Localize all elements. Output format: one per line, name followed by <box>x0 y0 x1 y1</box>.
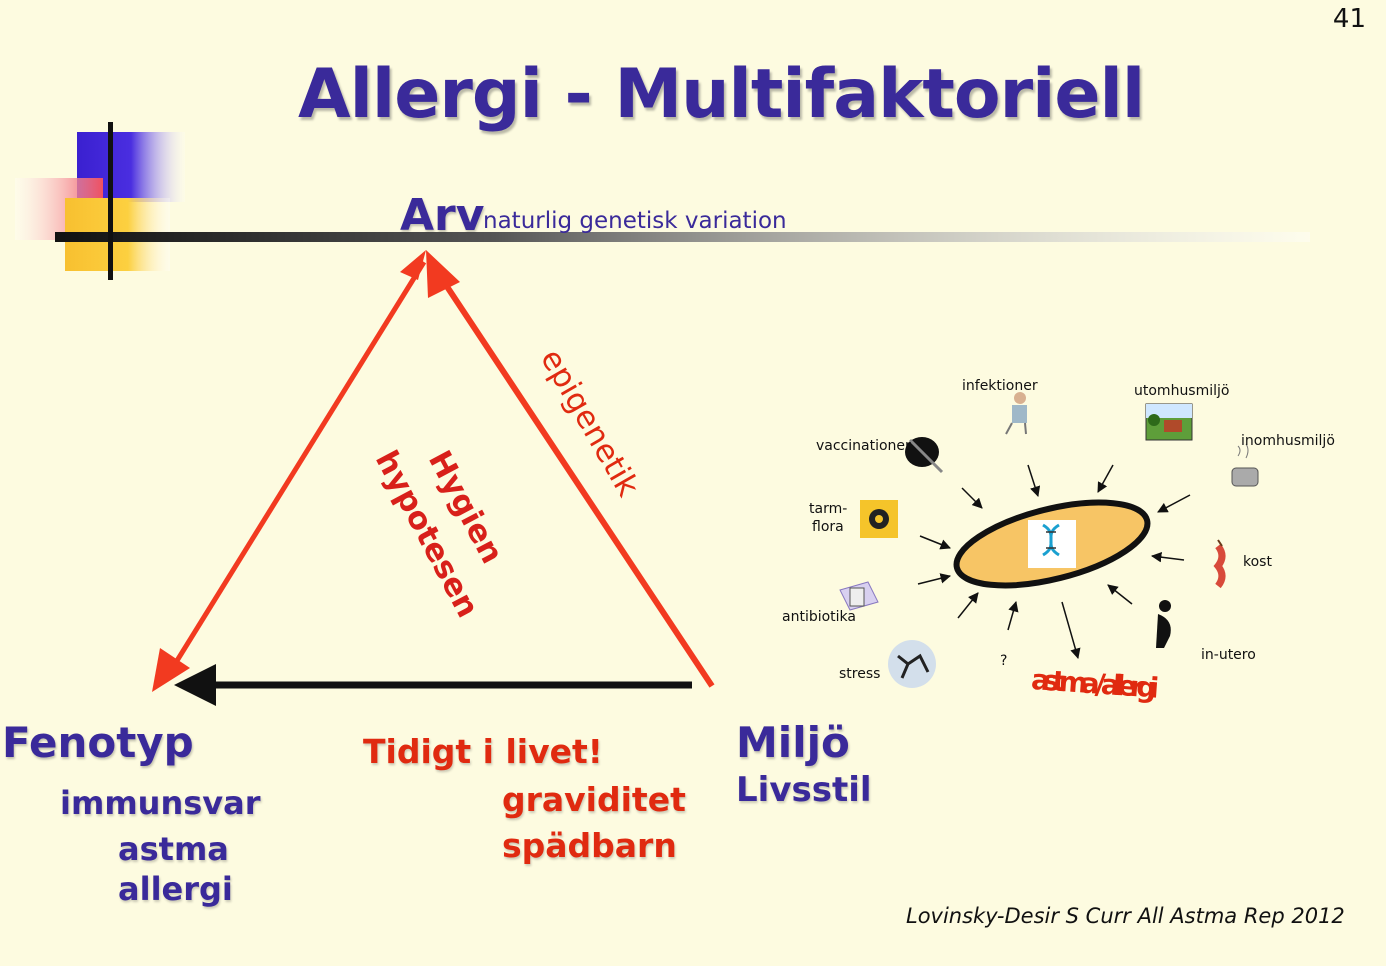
dna-icon <box>1028 520 1076 568</box>
gut-bacteria-icon <box>860 500 898 538</box>
decorative-header-graphic <box>15 122 1310 280</box>
landscape-icon <box>1145 403 1193 441</box>
arrow-vaccination <box>961 487 983 509</box>
person-icon <box>1005 392 1027 435</box>
fenotyp-item-astma: astma <box>118 830 229 868</box>
arrowhead-fenotyp-black <box>174 664 216 706</box>
arrow-utomhus <box>1097 464 1114 493</box>
node-sublabel-arv: naturlig genetisk variation <box>483 208 787 234</box>
citation: Lovinsky-Desir S Curr All Astma Rep 2012 <box>906 904 1345 928</box>
arrowhead-arv-left <box>400 250 426 280</box>
arrowhead-fenotyp-red <box>152 648 190 692</box>
arrow-question <box>1007 600 1019 631</box>
label-infektioner: infektioner <box>962 378 1038 394</box>
arrow-stress <box>957 592 979 619</box>
arrow-inomhus <box>1157 494 1191 513</box>
apple-core-icon <box>1213 539 1226 589</box>
label-vaccinationer: vaccinationer <box>816 438 911 454</box>
label-kost: kost <box>1243 554 1272 570</box>
arrowhead-arv-right <box>426 250 460 298</box>
node-label-fenotyp: Fenotyp <box>2 718 194 767</box>
arrow-outcome <box>1061 601 1081 660</box>
node-label-arv: Arv <box>400 190 485 241</box>
fenotyp-item-immunsvar: immunsvar <box>60 784 261 822</box>
label-utomhusmiljo: utomhusmiljö <box>1134 383 1229 399</box>
label-outcome: astma / allergi <box>1030 663 1160 705</box>
label-tarmflora-1: tarm- <box>809 501 847 517</box>
node-sublabel-livsstil: Livsstil <box>736 770 872 810</box>
item-spadbarn: spädbarn <box>502 826 677 865</box>
label-tarmflora-2: flora <box>812 519 844 535</box>
syringe-icon <box>905 437 944 474</box>
arrow-in-utero <box>1107 584 1133 605</box>
arrow-kost <box>1150 551 1185 563</box>
arrow-tarmflora <box>919 535 951 550</box>
label-epigenetik: epigenetik <box>533 343 646 503</box>
item-graviditet: graviditet <box>502 780 686 819</box>
kettle-icon <box>1231 443 1259 487</box>
arrow-infektioner <box>1027 464 1041 497</box>
node-label-miljo: Miljö <box>736 718 850 767</box>
deco-horizontal-line <box>55 232 1310 242</box>
label-stress: stress <box>839 666 880 682</box>
triangle-diagram: epigenetik Hygien hypotesen <box>152 250 715 706</box>
label-inomhusmiljo: inomhusmiljö <box>1241 433 1335 449</box>
arrow-miljo-to-arv <box>433 268 715 688</box>
stress-icon <box>888 640 936 688</box>
pill-bottle-icon <box>839 581 879 611</box>
arrow-arv-to-fenotyp <box>167 260 427 674</box>
fenotyp-item-allergi: allergi <box>118 870 233 908</box>
environment-factors-diagram: infektioner utomhusmiljö vaccinationer i… <box>782 378 1335 705</box>
label-in-utero: in-utero <box>1201 647 1256 663</box>
deco-vertical-line <box>108 122 113 280</box>
pregnant-woman-icon <box>1156 600 1171 648</box>
arrow-antibiotika <box>917 573 952 585</box>
label-antibiotika: antibiotika <box>782 609 856 625</box>
slide-title: Allergi - Multifaktoriell <box>298 55 1145 134</box>
label-tidigt-i-livet: Tidigt i livet! <box>363 732 603 771</box>
page-number: 41 <box>1332 4 1366 34</box>
label-question: ? <box>1000 653 1007 669</box>
